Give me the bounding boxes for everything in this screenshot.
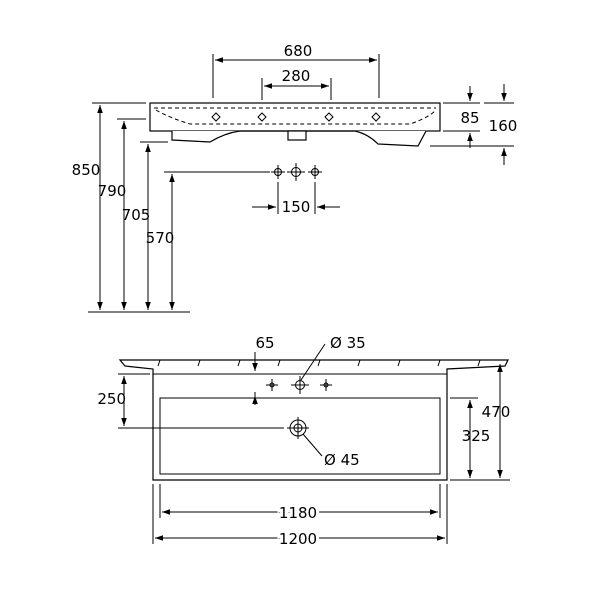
dim-470: 470: [450, 364, 511, 481]
dim-1180: 1180: [159, 484, 441, 525]
back-edge-segments: [157, 359, 481, 367]
side-hole-4: [371, 112, 381, 122]
dim-570: 570: [146, 171, 270, 310]
tap-hole-right: [320, 379, 332, 391]
side-hole-1: [211, 112, 221, 122]
basin-top-slab: [149, 102, 441, 132]
dim-160: 160: [430, 84, 517, 165]
dim-1180-label: 1180: [279, 504, 317, 522]
dim-570-label: 570: [146, 229, 175, 247]
side-tap-holes: [211, 112, 381, 122]
wall-connection-symbols: [271, 163, 322, 181]
dim-790-label: 790: [98, 182, 127, 200]
dia-35-leader: Ø 35: [300, 334, 366, 381]
basin-bowl-dashed: [155, 109, 437, 125]
tap-holes: [266, 376, 332, 394]
dim-705: 705: [122, 141, 168, 310]
top-outer-slab: [118, 359, 509, 481]
dim-280-label: 280: [282, 67, 311, 85]
side-view: 680 280 85 160 850: [72, 42, 517, 313]
top-view: 65 Ø 35 250 325 470: [97, 334, 511, 551]
tap-hole-left: [266, 379, 278, 391]
drain: [165, 417, 309, 439]
dim-85-label: 85: [460, 109, 479, 127]
dim-680-label: 680: [284, 42, 313, 60]
dia-35-label: Ø 35: [330, 334, 366, 352]
dim-850: 850: [72, 102, 146, 310]
dim-325: 325: [450, 397, 491, 478]
dim-65-label: 65: [255, 334, 274, 352]
dia-45-label: Ø 45: [324, 451, 360, 469]
drain-stub: [287, 130, 307, 141]
dim-85: 85: [443, 86, 480, 148]
dim-325-label: 325: [462, 427, 491, 445]
dim-160-label: 160: [489, 117, 518, 135]
dim-680: 680: [212, 42, 380, 98]
dim-280: 280: [261, 67, 332, 100]
dim-1200: 1200: [152, 484, 448, 551]
basin-inner-outline: [159, 397, 441, 475]
dim-250: 250: [97, 373, 258, 429]
dim-790: 790: [98, 118, 146, 310]
dim-1200-label: 1200: [279, 530, 317, 548]
dim-250-label: 250: [97, 390, 126, 408]
tap-hole-center: [291, 376, 309, 394]
dim-150-label: 150: [282, 198, 311, 216]
dim-705-label: 705: [122, 206, 151, 224]
side-hole-3: [324, 112, 334, 122]
dia-45-leader: Ø 45: [302, 433, 360, 469]
dim-850-label: 850: [72, 161, 101, 179]
dim-150: 150: [252, 182, 340, 216]
dim-65: 65: [252, 334, 275, 371]
dim-470-label: 470: [482, 403, 511, 421]
side-hole-2: [257, 112, 267, 122]
